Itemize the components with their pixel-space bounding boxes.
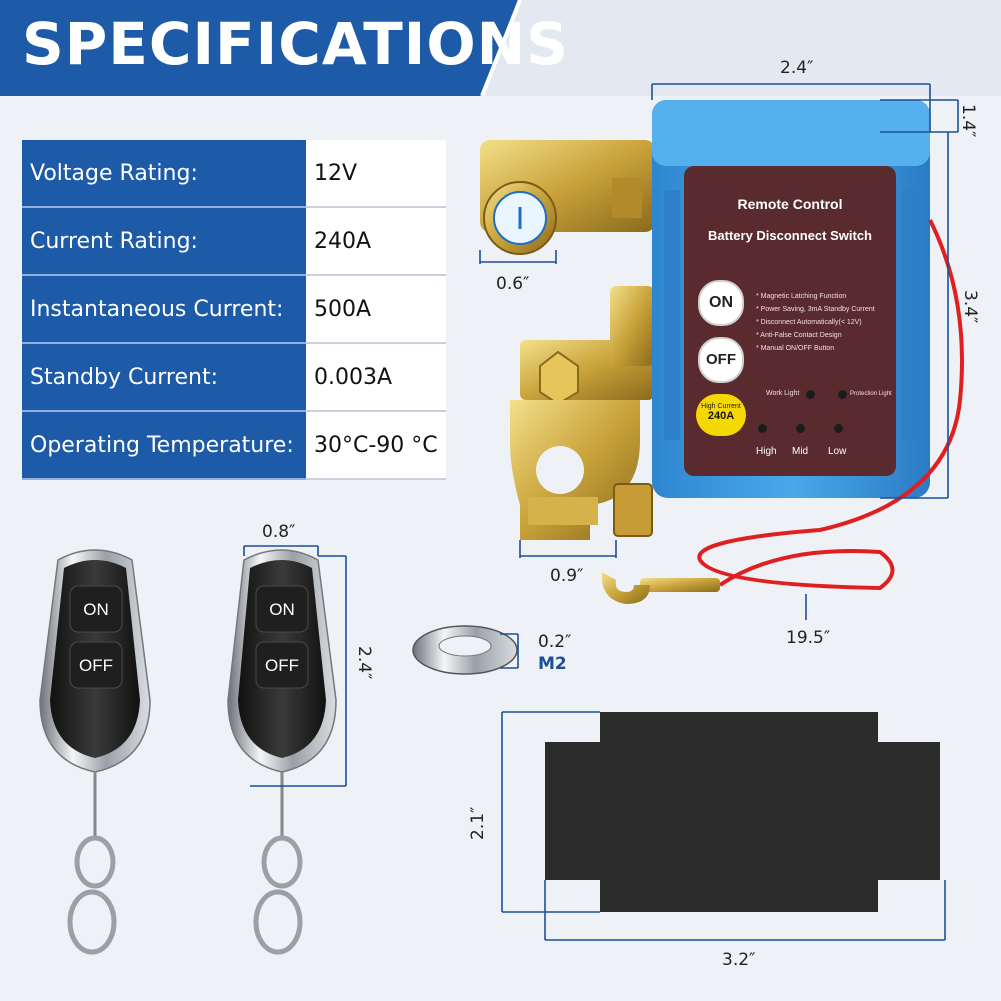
header-banner [0, 0, 1001, 96]
dim-remote-height: 2.4″ [354, 646, 374, 680]
level-label-high: High [756, 446, 777, 457]
remote-left-on-label: ON [83, 600, 109, 619]
ring-terminal [601, 572, 720, 604]
level-label-low: Low [828, 446, 847, 457]
feature-item: * Manual ON/OFF Button [756, 345, 835, 352]
level-indicator-mid [796, 424, 805, 433]
dim-washer-size: M2 [538, 654, 567, 674]
dim-pad-width: 3.2″ [722, 950, 756, 970]
remote-fob-left [39, 549, 151, 955]
lock-washer [412, 625, 518, 675]
on-button[interactable]: ON [698, 280, 744, 326]
dim-terminal-diameter: 0.6″ [496, 274, 530, 294]
spec-label: Instantaneous Current: [22, 275, 306, 344]
remote-left-off-label: OFF [79, 656, 113, 675]
level-indicator-low [834, 424, 843, 433]
red-wire [697, 219, 964, 591]
spec-row: Current Rating: 240A [22, 207, 446, 276]
dim-pad-height: 2.1″ [468, 806, 488, 840]
spec-value: 240A [306, 207, 446, 276]
dimension-lines [243, 83, 959, 941]
switch-panel-title: Remote Control [737, 196, 843, 212]
dim-clamp-width: 0.9″ [550, 566, 584, 586]
spec-row: Operating Temperature: 30°C-90 °C [22, 411, 446, 480]
remote-right-on-label: ON [269, 600, 295, 619]
remote-right-off-label: OFF [265, 656, 299, 675]
off-button-label: OFF [706, 351, 736, 368]
feature-item: * Magnetic Latching Function [756, 293, 847, 300]
spec-row: Standby Current: 0.003A [22, 343, 446, 412]
on-button-label: ON [709, 294, 733, 311]
spec-value: 12V [306, 140, 446, 208]
level-indicator-high [758, 424, 767, 433]
work-light-indicator [806, 390, 815, 399]
page-title: SPECIFICATIONS [22, 10, 569, 78]
feature-item: * Disconnect Automatically(< 12V) [756, 319, 862, 326]
spec-value: 30°C-90 °C [306, 411, 446, 480]
feature-item: * Power Saving, 3mA Standby Current [756, 306, 875, 313]
remote-fob-right [227, 549, 337, 955]
high-current-label: High Current [701, 403, 741, 410]
protection-light-label: Protection Light [850, 391, 892, 397]
battery-terminal-top [480, 140, 655, 255]
spec-label: Voltage Rating: [22, 140, 306, 208]
protection-light-indicator [838, 390, 847, 399]
spec-row: Voltage Rating: 12V [22, 140, 446, 208]
work-light-label: Work Light [766, 390, 800, 397]
switch-panel-subtitle: Battery Disconnect Switch [708, 228, 872, 243]
spec-value: 500A [306, 275, 446, 344]
battery-clamp [510, 286, 654, 540]
dim-switch-width: 2.4″ [780, 58, 814, 78]
spec-label: Standby Current: [22, 343, 306, 412]
dim-remote-width: 0.8″ [262, 522, 296, 542]
off-button[interactable]: OFF [698, 337, 744, 383]
high-current-value: 240A [707, 410, 735, 422]
rubber-pad [545, 712, 940, 912]
dim-switch-depth: 1.4″ [958, 104, 978, 138]
dim-wire-length: 19.5″ [786, 628, 831, 648]
feature-item: * Anti-False Contact Design [756, 332, 842, 339]
spec-row: Instantaneous Current: 500A [22, 275, 446, 344]
spec-value: 0.003A [306, 343, 446, 412]
dim-switch-height: 3.4″ [960, 290, 980, 324]
spec-table: Voltage Rating: 12V Current Rating: 240A… [22, 140, 446, 480]
spec-label: Operating Temperature: [22, 411, 306, 480]
dim-washer-thickness: 0.2″ [538, 632, 572, 652]
feature-list: * Magnetic Latching Function * Power Sav… [756, 290, 892, 355]
spec-label: Current Rating: [22, 207, 306, 276]
level-label-mid: Mid [792, 446, 809, 457]
high-current-badge: High Current 240A [696, 394, 746, 436]
